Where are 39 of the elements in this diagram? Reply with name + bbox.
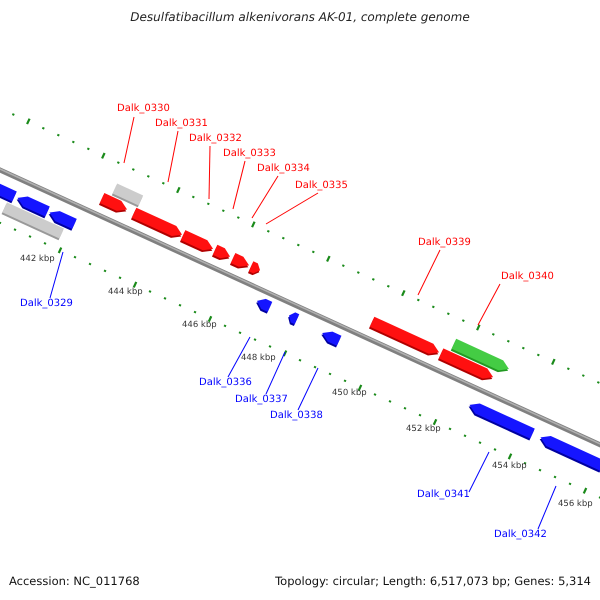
- leader-line: [418, 250, 440, 296]
- leader-line: [538, 486, 556, 530]
- gene-label: Dalk_0333: [223, 149, 276, 159]
- gene-label: Dalk_0339: [418, 238, 471, 248]
- leader-line: [168, 130, 178, 182]
- gene-label: Dalk_0334: [257, 164, 310, 174]
- leader-line: [266, 352, 286, 394]
- scale-label: 454 kbp: [492, 462, 527, 470]
- gene-label: Dalk_0338: [270, 411, 323, 421]
- scale-label: 442 kbp: [20, 255, 55, 264]
- leader-line: [478, 284, 500, 326]
- scale-label: 446 kbp: [182, 321, 217, 330]
- scale-label: 448 kbp: [241, 354, 276, 362]
- footer-note: Topology: circular; Length: 6,517,073 bp; Genes: 5,314: [275, 576, 591, 588]
- leader-line: [50, 252, 64, 298]
- leader-line: [298, 368, 318, 410]
- footer-note: Accession: NC_011768: [9, 576, 140, 588]
- leader-line: [124, 116, 134, 164]
- scale-label: 452 kbp: [406, 425, 441, 434]
- gene-label: Dalk_0336: [199, 378, 252, 388]
- leader-line: [266, 192, 318, 224]
- leader-line: [228, 336, 250, 378]
- gene-label: Dalk_0341: [417, 490, 470, 500]
- leader-line: [468, 452, 490, 492]
- scale-label: 456 kbp: [558, 500, 593, 508]
- gene-label: Dalk_0337: [235, 395, 288, 405]
- leader-line: [252, 176, 278, 218]
- scale-label: 450 kbp: [332, 389, 367, 398]
- gene-label: Dalk_0340: [501, 272, 554, 282]
- leader-line: [232, 160, 246, 210]
- map-title: Desulfatibacillum alkenivorans AK-01, complete genome: [129, 11, 471, 23]
- leader-line: [208, 146, 210, 200]
- gene-label: Dalk_0342: [494, 530, 547, 540]
- gene-label: Dalk_0332: [189, 134, 242, 144]
- gene-label: Dalk_0330: [117, 104, 170, 114]
- gene-label: Dalk_0331: [155, 119, 208, 129]
- gene-label: Dalk_0329: [20, 299, 73, 309]
- scale-label: 444 kbp: [108, 288, 143, 296]
- gene-label: Dalk_0335: [295, 181, 348, 191]
